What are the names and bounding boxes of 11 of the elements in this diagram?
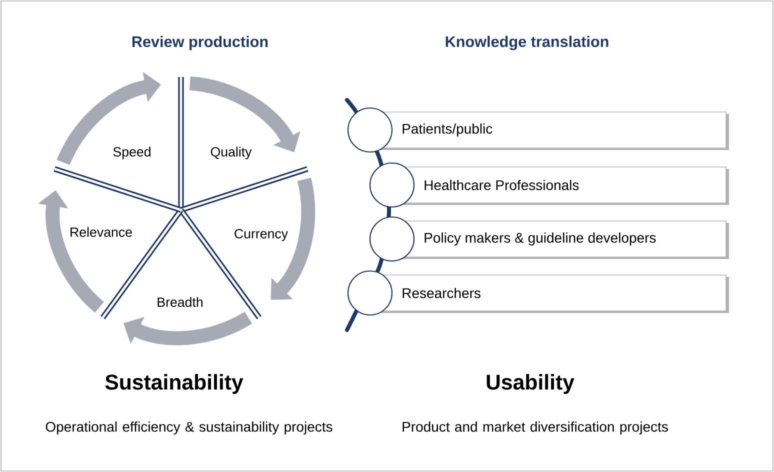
segment-label: Speed	[113, 146, 150, 160]
segment-label: Currency	[234, 228, 288, 242]
segment-label: Relevance	[70, 227, 132, 237]
segment-label: Quality	[210, 146, 252, 160]
heading: Usability	[486, 374, 574, 394]
section-heading: Review production	[132, 36, 268, 50]
section-heading: Knowledge translation	[446, 36, 608, 50]
description: Product and market diversification projects	[402, 421, 668, 435]
heading: Sustainability	[105, 374, 244, 394]
segment-label: Breadth	[158, 297, 202, 307]
description: Operational efficiency & sustainability projects	[46, 421, 332, 435]
